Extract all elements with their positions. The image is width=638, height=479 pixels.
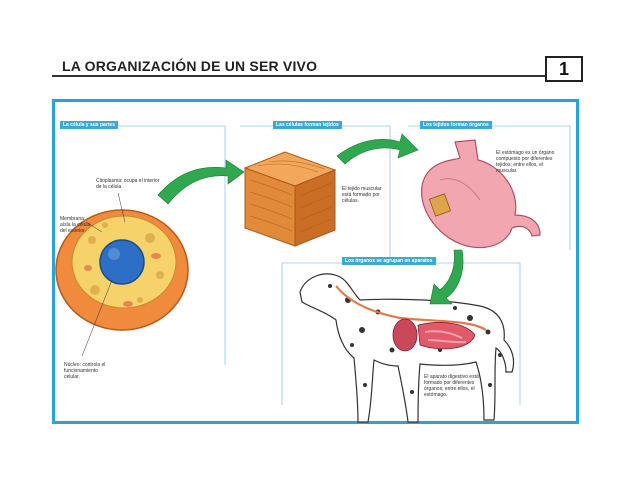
caption-nucleus: Núcleo: controla el funcionamiento celul… <box>64 362 106 380</box>
cell <box>55 209 189 331</box>
caption-membrane: Membrana: aísla la célula del exterior. <box>60 216 91 234</box>
caption-cytoplasm: Citoplasma: ocupa el interior de la célu… <box>96 178 160 190</box>
label-organ: Los tejidos forman órganos <box>420 121 492 129</box>
arrows <box>157 133 464 305</box>
caption-digestive-system: El aparato digestivo está formado por di… <box>424 374 479 398</box>
digestive-organs <box>392 318 476 352</box>
title-rule <box>52 75 582 77</box>
tissue-block <box>243 151 337 247</box>
caption-stomach: El estómago es un órgano compuesto por d… <box>496 150 555 174</box>
page-title: LA ORGANIZACIÓN DE UN SER VIVO <box>62 58 318 74</box>
stomach <box>421 139 541 249</box>
label-cell: La célula y sus partes <box>60 121 118 129</box>
caption-tissue: El tejido muscular está formado por célu… <box>342 186 382 204</box>
page-number-box: 1 <box>545 56 583 82</box>
nucleus <box>99 239 145 285</box>
dog <box>299 273 515 423</box>
label-system: Los órganos se agrupan en aparatos <box>342 257 436 265</box>
label-tissue: Las células forman tejidos <box>273 121 342 129</box>
